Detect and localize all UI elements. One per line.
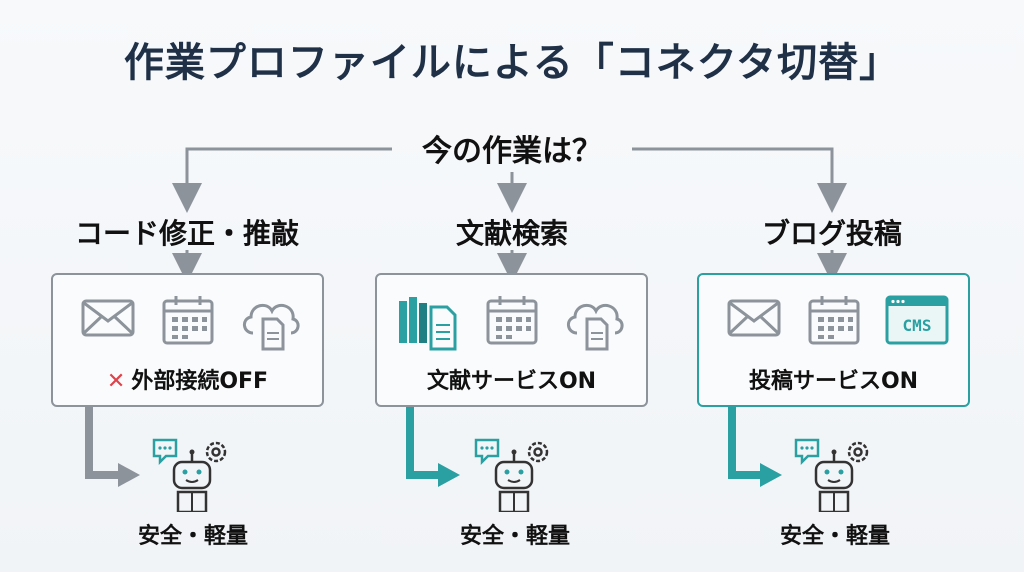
arrow-to-bot-3 <box>728 407 762 479</box>
status-label-code: ✕外部接続OFF <box>53 363 322 395</box>
arrow-to-bot-2 <box>406 407 440 479</box>
branch-line-left <box>172 147 392 213</box>
arrowhead-bot-2 <box>438 463 460 487</box>
status-label-literature: 文献サービスON <box>426 369 597 394</box>
result-label-code: 安全・軽量 <box>137 524 248 549</box>
cms-label: CMS <box>903 316 932 335</box>
arrow-to-bot-1 <box>85 407 120 479</box>
column-title-blog: ブログ投稿 <box>761 217 902 250</box>
page-title: 作業プロファイルによる「コネクタ切替」 <box>123 40 901 86</box>
disabled-x-icon: ✕ <box>106 369 126 394</box>
calendar-icon <box>162 296 214 345</box>
robot-icon <box>474 438 549 512</box>
question-label: 今の作業は？ <box>422 134 602 169</box>
branch-line-right <box>632 147 847 213</box>
cloud-document-icon <box>243 303 300 351</box>
result-label-literature: 安全・軽量 <box>459 524 570 549</box>
status-text: 外部接続OFF <box>131 369 269 394</box>
status-label-blog: 投稿サービスON <box>748 369 919 394</box>
books-documents-icon <box>399 297 457 351</box>
arrowhead-bot-1 <box>118 463 140 487</box>
calendar-icon <box>808 296 860 345</box>
calendar-icon <box>486 296 538 345</box>
robot-icon <box>152 438 227 512</box>
column-title-literature: 文献検索 <box>455 217 568 250</box>
robot-icon <box>794 438 869 512</box>
arrowhead-bot-3 <box>760 463 782 487</box>
mail-icon <box>81 299 135 337</box>
cms-window-icon: CMS <box>885 295 949 345</box>
cloud-document-icon <box>567 303 624 351</box>
column-title-code: コード修正・推敲 <box>74 217 299 250</box>
result-label-blog: 安全・軽量 <box>779 524 890 549</box>
profile-box-literature: 文献サービスON <box>375 273 648 407</box>
profile-box-blog: CMS 投稿サービスON <box>697 273 970 407</box>
profile-box-code: ✕外部接続OFF <box>51 273 324 407</box>
mail-icon <box>727 299 781 337</box>
